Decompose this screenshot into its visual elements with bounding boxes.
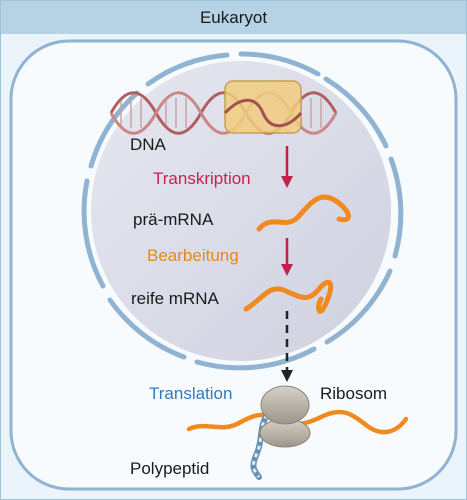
polypeptide-chain [250, 412, 270, 480]
label-processing: Bearbeitung [147, 246, 239, 265]
nucleus [91, 61, 391, 361]
label-polypeptide: Polypeptid [130, 459, 210, 478]
gene-dna-segment [223, 98, 303, 128]
arrow-export [281, 311, 293, 382]
label-dna: DNA [130, 135, 166, 154]
figure-title: Eukaryot [199, 8, 268, 27]
gene-box [224, 80, 302, 134]
label-ribosome: Ribosom [320, 384, 388, 403]
pre-mrna-strand [256, 194, 351, 232]
label-mature-mrna: reife mRNA [131, 289, 219, 308]
arrow-transcription [281, 146, 293, 188]
header-bar: Eukaryot [1, 1, 466, 34]
label-transcription: Transkription [153, 169, 251, 188]
mature-mrna-strand [243, 279, 334, 314]
nuclear-envelope [81, 51, 404, 371]
label-pre-mrna: prä-mRNA [133, 210, 214, 229]
arrow-processing [281, 238, 293, 276]
ribosome [259, 385, 311, 448]
label-translation: Translation [149, 384, 233, 403]
